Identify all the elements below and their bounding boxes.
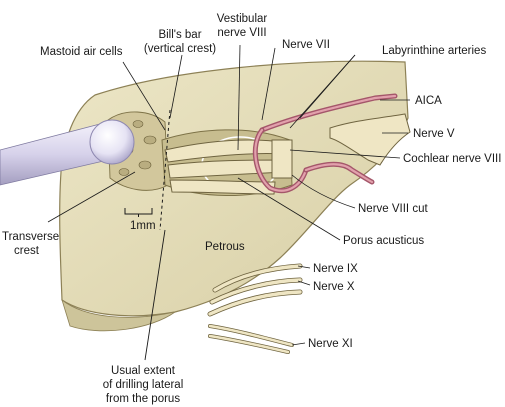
aica-artery <box>252 93 398 194</box>
label-petrous: Petrous <box>205 241 245 253</box>
label-drilling-extent-1: Usual extent <box>111 365 176 377</box>
label-vestibular-nerve-1: Vestibular <box>217 13 268 25</box>
label-porus-acusticus: Porus acusticus <box>343 235 424 247</box>
nerve-v-shape <box>329 113 411 166</box>
label-labyrinthine-arteries: Labyrinthine arteries <box>382 45 486 57</box>
label-nerve-x: Nerve X <box>313 281 355 293</box>
label-nerve-vii: Nerve VII <box>282 39 330 51</box>
label-vestibular-nerve-2: nerve VIII <box>217 27 266 39</box>
label-nerve-ix: Nerve IX <box>313 263 358 275</box>
drilling-extent-leader <box>144 229 166 361</box>
label-nerve-xi: Nerve XI <box>308 338 353 350</box>
label-bills-bar-1: Bill's bar <box>158 29 201 41</box>
scale-bar <box>124 208 153 217</box>
leader-lines <box>47 44 410 346</box>
label-drilling-extent-2: of drilling lateral <box>103 379 184 391</box>
label-drilling-extent-3: from the porus <box>106 393 180 405</box>
label-transverse-crest-2: crest <box>14 245 40 257</box>
label-nerve-v: Nerve V <box>413 128 455 140</box>
label-nerve-viii-cut: Nerve VIII cut <box>358 203 428 215</box>
label-aica: AICA <box>415 95 442 107</box>
nerve-bundle <box>164 139 293 195</box>
drill-icon <box>0 119 135 186</box>
label-cochlear-nerve: Cochlear nerve VIII <box>403 153 501 165</box>
lower-cranial-nerves <box>207 263 303 354</box>
label-bills-bar-2: (vertical crest) <box>144 43 216 55</box>
label-transverse-crest-1: Transverse <box>2 231 59 243</box>
label-scale: 1mm <box>130 220 156 232</box>
label-mastoid-air-cells: Mastoid air cells <box>40 46 123 58</box>
bills-bar-dashed-line <box>159 109 171 231</box>
